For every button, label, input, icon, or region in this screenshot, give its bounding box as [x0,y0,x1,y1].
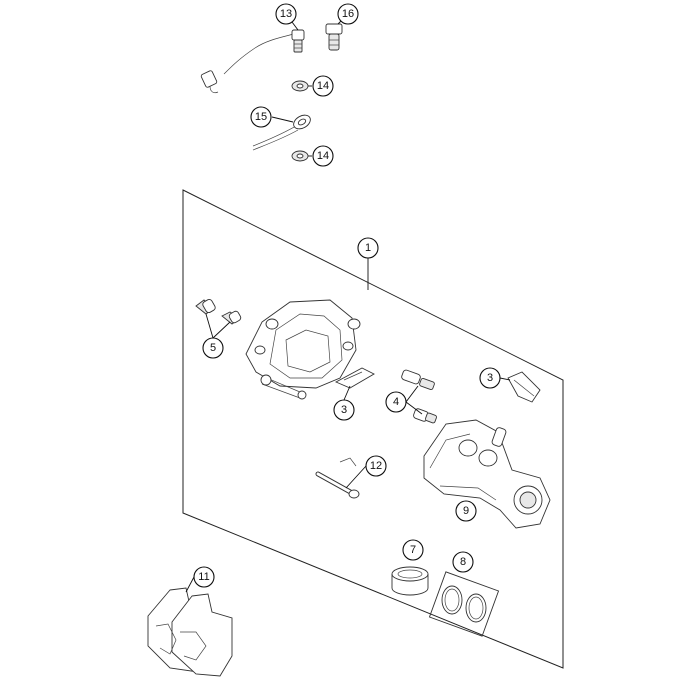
callout-13: 13 [275,3,297,25]
callout-8-label: 8 [460,556,466,568]
callout-14-upper-label: 14 [317,80,329,92]
callout-14-upper: 14 [312,75,334,97]
callout-1-label: 1 [365,242,371,254]
part-caliper-bracket [423,419,551,529]
callout-12-label: 12 [370,460,382,472]
callout-7-label: 7 [410,544,416,556]
callout-11: 11 [193,566,215,588]
part-pad-spring-b [507,371,541,403]
callout-4: 4 [385,391,407,413]
callout-16: 16 [337,3,359,25]
callout-16-label: 16 [342,8,354,20]
callout-3-left: 3 [333,399,355,421]
assembly-boundary [182,189,564,669]
callout-1: 1 [357,237,379,259]
part-banjo-bolt [325,23,343,51]
callout-14-lower-label: 14 [317,150,329,162]
part-pins [401,369,437,424]
callout-5: 5 [202,337,224,359]
callout-9: 9 [455,500,477,522]
callout-13-label: 13 [280,8,292,20]
callout-15: 15 [250,106,272,128]
callout-7: 7 [402,539,424,561]
part-pad-spring-a [334,367,375,389]
callout-9-label: 9 [463,505,469,517]
callout-3-right: 3 [479,367,501,389]
callout-5-label: 5 [210,342,216,354]
callout-4-label: 4 [393,396,399,408]
callout-3-right-label: 3 [487,372,493,384]
part-caliper-body [245,299,361,400]
callout-14-lower: 14 [312,145,334,167]
part-brake-pads [147,587,233,677]
part-seal-kit [428,571,500,637]
callout-3-left-label: 3 [341,404,347,416]
part-pad-pin [315,457,360,499]
callout-15-label: 15 [255,111,267,123]
part-piston [391,566,429,596]
callout-8: 8 [452,551,474,573]
part-bleeder-screws [195,298,242,325]
part-brake-switch-cable [200,29,305,94]
callout-12: 12 [365,455,387,477]
part-brake-line [252,114,311,151]
callout-11-label: 11 [198,571,209,583]
